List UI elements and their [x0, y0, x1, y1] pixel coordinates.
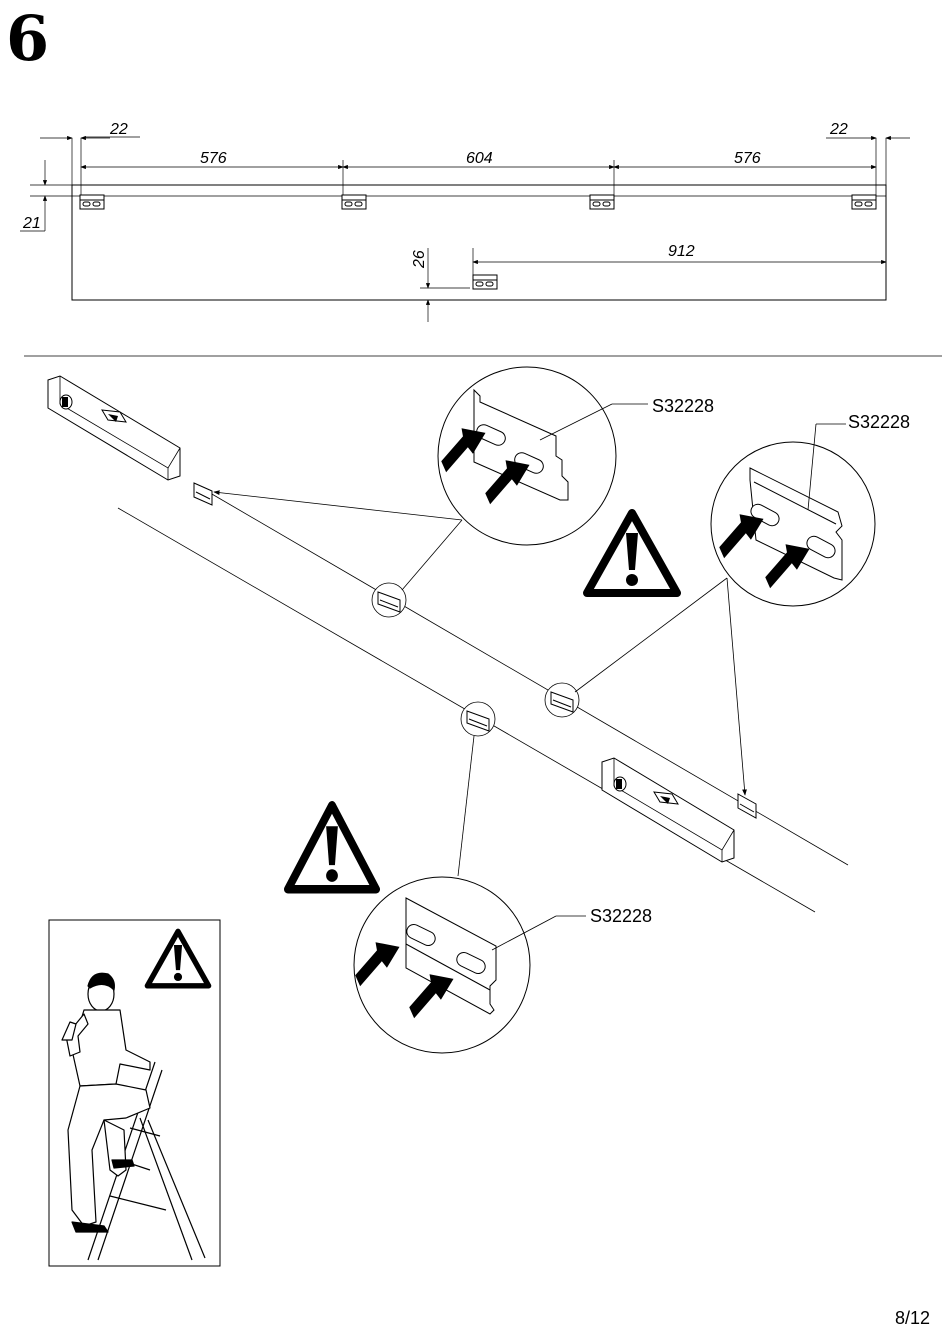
dim-bottom-span: 912	[668, 243, 695, 260]
person-on-ladder-panel	[49, 920, 220, 1266]
dim-top-offset: 21	[22, 215, 41, 232]
bracket-icon	[473, 275, 497, 289]
spirit-level-icon	[48, 376, 180, 480]
part-callout-2: S32228	[848, 412, 910, 432]
dim-left-offset: 22	[109, 121, 128, 138]
bracket-icon	[80, 195, 104, 209]
bracket-detail-marker	[545, 683, 579, 717]
top-panel-drawing	[20, 137, 910, 322]
dim-span-left: 576	[200, 150, 227, 167]
wall-bracket-icon	[194, 483, 212, 505]
dim-span-right: 576	[734, 150, 761, 167]
warning-triangle-icon	[288, 805, 376, 889]
page-number: 8/12	[895, 1308, 930, 1329]
dim-right-offset: 22	[829, 121, 848, 138]
bracket-icon	[590, 195, 614, 209]
spirit-level-icon	[602, 758, 734, 862]
magnified-bracket-3	[346, 877, 586, 1053]
warning-triangle-icon	[587, 513, 677, 593]
magnified-bracket-1	[432, 367, 648, 545]
wall-bracket-icon	[738, 794, 756, 818]
bracket-detail-marker	[461, 702, 495, 736]
dim-bottom-offset: 26	[411, 250, 428, 269]
dim-span-middle: 604	[466, 150, 493, 167]
bracket-icon	[342, 195, 366, 209]
part-callout-1: S32228	[652, 396, 714, 416]
magnified-bracket-2	[710, 424, 875, 606]
part-callout-3: S32228	[590, 906, 652, 926]
bracket-detail-marker	[372, 583, 406, 617]
bracket-icon	[852, 195, 876, 209]
